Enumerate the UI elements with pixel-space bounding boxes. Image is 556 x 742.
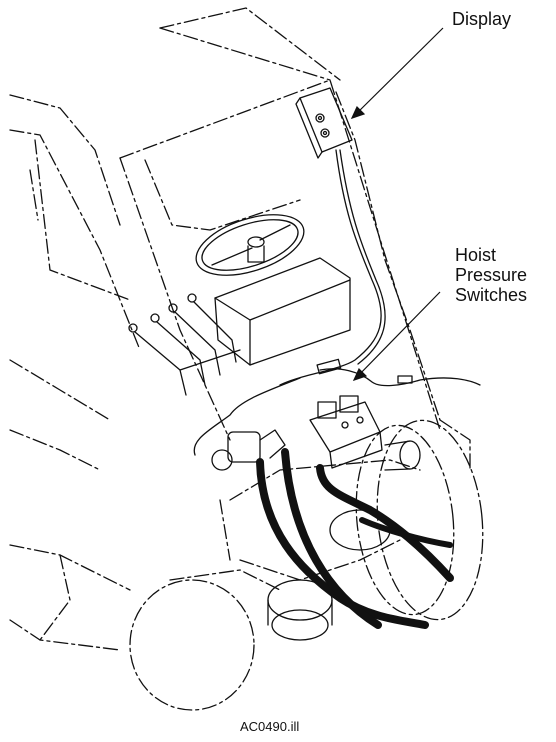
solenoid [211, 429, 286, 471]
hoist-label-line-3: Switches [455, 284, 528, 305]
control-levers [128, 293, 241, 396]
display-cable [279, 149, 382, 386]
hoist-label-line-2: Pressure [455, 264, 528, 285]
hydraulic-valve-block [309, 395, 383, 469]
steering-wheel [195, 214, 305, 276]
cab-frame-outline [119, 7, 471, 471]
display-box [295, 87, 353, 159]
hoist-label-line-1: Hoist [455, 245, 497, 265]
wiring-harness [193, 358, 481, 456]
figure-id: AC0490.ill [240, 719, 300, 734]
front-axle-cylinders [267, 440, 421, 641]
body-outline [9, 94, 141, 651]
seat-box [214, 257, 351, 366]
hoist-pressure-switches-label: Hoist Pressure Switches [455, 245, 528, 305]
left-front-wheel [129, 569, 281, 711]
display-label: Display [452, 9, 512, 29]
axle-assembly [219, 459, 421, 581]
leader-arrows [350, 27, 444, 382]
hydraulic-hoses [256, 448, 454, 629]
